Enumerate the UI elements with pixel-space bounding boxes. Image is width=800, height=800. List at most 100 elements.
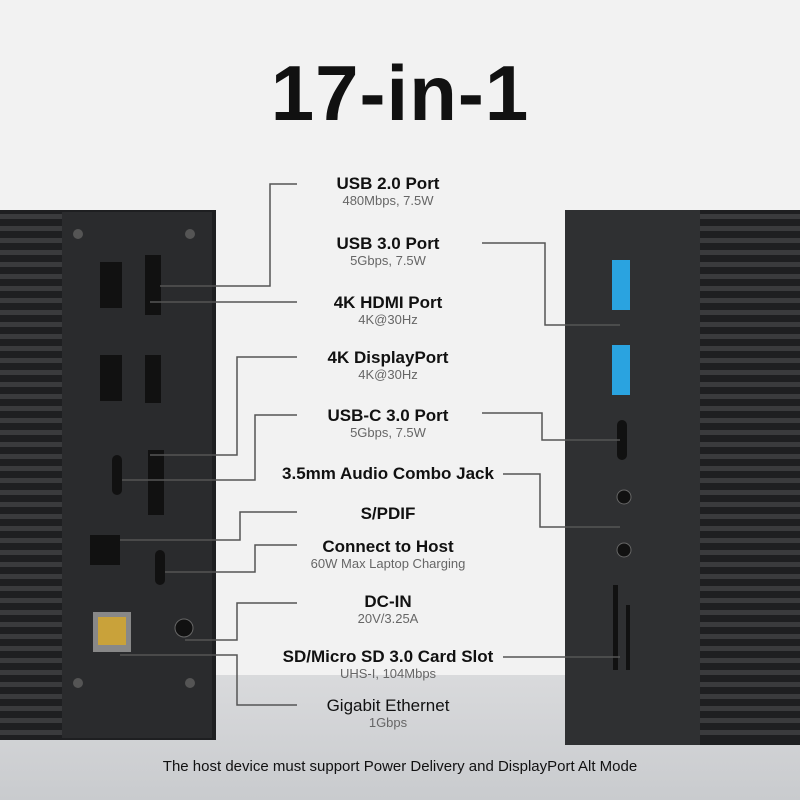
heatsink-fin [0,646,62,651]
heatsink-fin [700,598,800,603]
heatsink-fin [0,478,62,483]
heatsink-fin [700,562,800,567]
heatsink-fin [700,610,800,615]
heatsink-fin [700,238,800,243]
heatsink-fin [700,382,800,387]
left-device [0,210,216,740]
heatsink-fin [700,730,800,735]
heatsink-fin [700,418,800,423]
heatsink-fin [700,214,800,219]
heatsink-fin [700,250,800,255]
heatsink-fin [700,658,800,663]
right-device [565,210,800,745]
heatsink-fin [0,670,62,675]
heatsink-fin [700,526,800,531]
heatsink-fin [0,586,62,591]
heatsink-fin [0,382,62,387]
heatsink-fin [700,334,800,339]
heatsink-fin [700,274,800,279]
heatsink-fin [0,514,62,519]
heatsink-fin [0,298,62,303]
heatsink-fin [0,622,62,627]
displayport [148,450,164,515]
heatsink-fin [0,286,62,291]
heatsink-fin [700,262,800,267]
heatsink-fin [700,550,800,555]
hdmi-port [145,255,161,315]
heatsink-fin [700,538,800,543]
heatsink-fin [0,418,62,423]
heatsink-fin [700,694,800,699]
heatsink-fin [0,238,62,243]
heatsink-fin [0,406,62,411]
heatsink-fin [0,718,62,723]
feature-spdif: S/PDIF [360,504,416,523]
heatsink-fin [0,310,62,315]
heatsink-fin [0,262,62,267]
heatsink-fin [0,442,62,447]
heatsink-fin [0,454,62,459]
heatsink-fin [0,502,62,507]
heatsink-fin [0,526,62,531]
heatsink-fin [700,442,800,447]
heatsink-fin [0,694,62,699]
heatsink-fin [0,430,62,435]
heatsink-fin [0,706,62,711]
spdif-port [90,535,120,565]
footnote: The host device must support Power Deliv… [162,758,638,775]
heatsink-fin [0,370,62,375]
heatsink-fin [700,706,800,711]
heatsink-fin [0,550,62,555]
heatsink-fin [700,634,800,639]
heatsink-fin [0,598,62,603]
sd-slot [613,585,618,670]
heatsink-fin [700,478,800,483]
heatsink-fin [0,610,62,615]
heatsink-fin [0,538,62,543]
heatsink-fin [0,634,62,639]
heatsink-fin [0,574,62,579]
heatsink-fin [700,466,800,471]
heatsink-fin [700,406,800,411]
heatsink-fin [0,490,62,495]
host-usbc-port [155,550,165,585]
heatsink-fin [0,730,62,735]
heatsink-fin [700,514,800,519]
heatsink-fin [700,346,800,351]
heatsink-fin [700,370,800,375]
heatsink-fin [0,658,62,663]
heatsink-fin [700,286,800,291]
heatsink-fin [0,214,62,219]
usbc-port-right [617,420,627,460]
heatsink-fin [700,682,800,687]
audio-jack [616,489,632,505]
heatsink-fin [0,334,62,339]
usb2-port [100,262,122,308]
heatsink-fin [0,274,62,279]
heatsink-fin [0,562,62,567]
heatsink-fin [700,394,800,399]
heatsink-fin [700,310,800,315]
heatsink-fin [700,358,800,363]
heatsink-fin [700,574,800,579]
usbc-port [112,455,122,495]
headline: 17-in-1 [270,49,530,137]
heatsink-fin [0,394,62,399]
heatsink-fin [700,454,800,459]
heatsink-fin [0,466,62,471]
heatsink-fin [700,586,800,591]
heatsink-fin [700,646,800,651]
heatsink-fin [700,322,800,327]
dc-in-port [174,618,194,638]
heatsink-fin [0,358,62,363]
